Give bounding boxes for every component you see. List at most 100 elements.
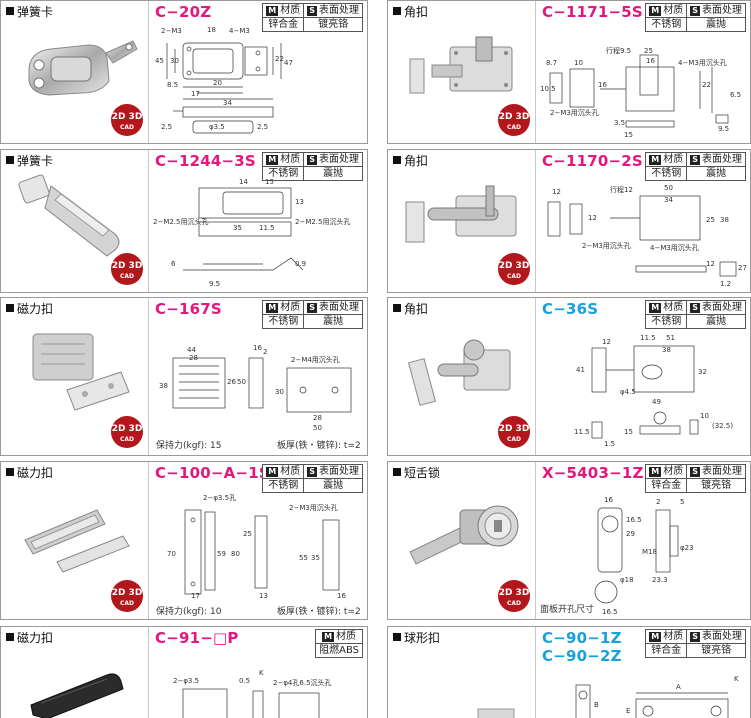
material-value: 锌合金: [262, 17, 305, 32]
svg-text:(32.5): (32.5): [712, 422, 733, 430]
svg-text:12: 12: [588, 214, 597, 222]
magnetic-catch-image: [24, 509, 130, 573]
svg-text:4−M3用沉头孔: 4−M3用沉头孔: [678, 58, 727, 67]
svg-text:CAD: CAD: [507, 273, 521, 280]
cad-badge-icon[interactable]: 2D 3D CAD: [107, 252, 147, 286]
product-code: X−5403−1Z: [542, 464, 644, 482]
svg-text:34: 34: [223, 99, 232, 107]
cad-badge-icon[interactable]: 2D 3D CAD: [494, 252, 534, 286]
product-photo: [1, 627, 149, 718]
svg-text:59: 59: [217, 550, 226, 558]
category-label: 磁力扣: [1, 462, 149, 484]
svg-text:25: 25: [243, 530, 252, 538]
svg-text:13: 13: [295, 198, 304, 206]
ball-catch-image: [477, 708, 515, 718]
cad-badge-icon[interactable]: 2D 3D CAD: [107, 579, 147, 613]
plate-thickness-note: 板厚(铁・镀锌): t=2: [277, 441, 361, 451]
svg-text:φ18: φ18: [620, 576, 634, 584]
category-label: 短舌锁: [388, 462, 536, 484]
svg-text:2: 2: [263, 348, 267, 356]
svg-text:17: 17: [191, 592, 200, 598]
svg-text:22: 22: [702, 81, 711, 89]
holding-force-note: 保持力(kgf): 15: [156, 441, 222, 451]
svg-text:10.5: 10.5: [540, 85, 556, 93]
svg-text:行程12: 行程12: [610, 185, 633, 194]
svg-text:CAD: CAD: [507, 124, 521, 131]
svg-text:16: 16: [598, 81, 607, 89]
svg-text:15: 15: [624, 428, 633, 436]
svg-text:8.5: 8.5: [167, 81, 178, 89]
svg-text:28: 28: [313, 414, 322, 422]
svg-text:55: 55: [299, 554, 308, 562]
category-label: 磁力扣: [1, 298, 149, 320]
corner-latch-image: [409, 36, 513, 94]
svg-text:K: K: [734, 675, 739, 683]
corner-latch-image: [407, 339, 511, 406]
svg-text:49: 49: [652, 398, 661, 406]
product-code: C−1171−5S: [542, 3, 643, 21]
svg-text:2−M2.5用沉头孔: 2−M2.5用沉头孔: [295, 217, 351, 226]
svg-text:M18: M18: [642, 548, 657, 556]
svg-text:K: K: [259, 669, 264, 677]
svg-text:CAD: CAD: [507, 600, 521, 607]
svg-text:2−M4用沉头孔: 2−M4用沉头孔: [291, 355, 340, 364]
svg-text:30: 30: [170, 57, 179, 65]
product-code: C−20Z: [155, 3, 212, 21]
badge-line2: CAD: [120, 124, 134, 131]
cad-badge-icon[interactable]: 2D 3D CAD: [494, 579, 534, 613]
cam-lock-image: [409, 505, 519, 565]
svg-text:41: 41: [576, 366, 585, 374]
product-photo: [388, 298, 536, 455]
product-photo: [1, 1, 149, 143]
panel-cutout-note: 面板开孔尺寸: [540, 605, 595, 615]
cad-badge-icon[interactable]: 2D 3D CAD: [107, 415, 147, 449]
svg-text:38: 38: [720, 216, 729, 224]
svg-text:5: 5: [680, 498, 684, 506]
svg-text:行程9.5: 行程9.5: [606, 46, 631, 55]
svg-text:0.9: 0.9: [295, 260, 306, 268]
badge-line1: 2D 3D: [112, 112, 143, 122]
svg-text:29: 29: [626, 530, 635, 538]
svg-text:2: 2: [656, 498, 660, 506]
category-label: 角扣: [388, 150, 536, 172]
svg-text:14: 14: [239, 178, 248, 186]
svg-text:0.5: 0.5: [239, 677, 250, 685]
svg-text:2−φ3.5孔: 2−φ3.5孔: [203, 494, 236, 502]
cad-badge-icon[interactable]: 2D 3D CAD: [494, 103, 534, 137]
svg-text:17: 17: [191, 90, 200, 98]
product-code: C−91−□P: [155, 629, 239, 647]
svg-text:φ3.5: φ3.5: [209, 123, 225, 131]
svg-text:10: 10: [574, 59, 583, 67]
svg-text:50: 50: [237, 378, 246, 386]
svg-text:2D 3D: 2D 3D: [499, 588, 530, 598]
svg-text:2D 3D: 2D 3D: [112, 261, 143, 271]
surface-value: 镀亮铬: [303, 17, 363, 32]
technical-drawing: 12 11.5 51 38 41 32 φ4.5 49 10 (32.5) 11…: [574, 334, 733, 448]
svg-text:70: 70: [167, 550, 176, 558]
cad-badge-icon[interactable]: 2D 3D CAD: [107, 103, 147, 137]
svg-text:2D 3D: 2D 3D: [499, 424, 530, 434]
cad-badge-icon[interactable]: 2D 3D CAD: [494, 415, 534, 449]
svg-text:20: 20: [213, 79, 222, 87]
category-label: 球形扣: [388, 627, 536, 649]
svg-text:2−M3: 2−M3: [161, 27, 182, 35]
svg-text:16.5: 16.5: [602, 608, 618, 616]
svg-text:1.2: 1.2: [720, 280, 731, 288]
technical-drawing: 8.7 10 行程9.5 25 16 4−M3用沉头孔 10.5 2−M3用沉头…: [540, 46, 741, 139]
svg-text:8.7: 8.7: [546, 59, 557, 67]
svg-text:16: 16: [337, 592, 346, 598]
